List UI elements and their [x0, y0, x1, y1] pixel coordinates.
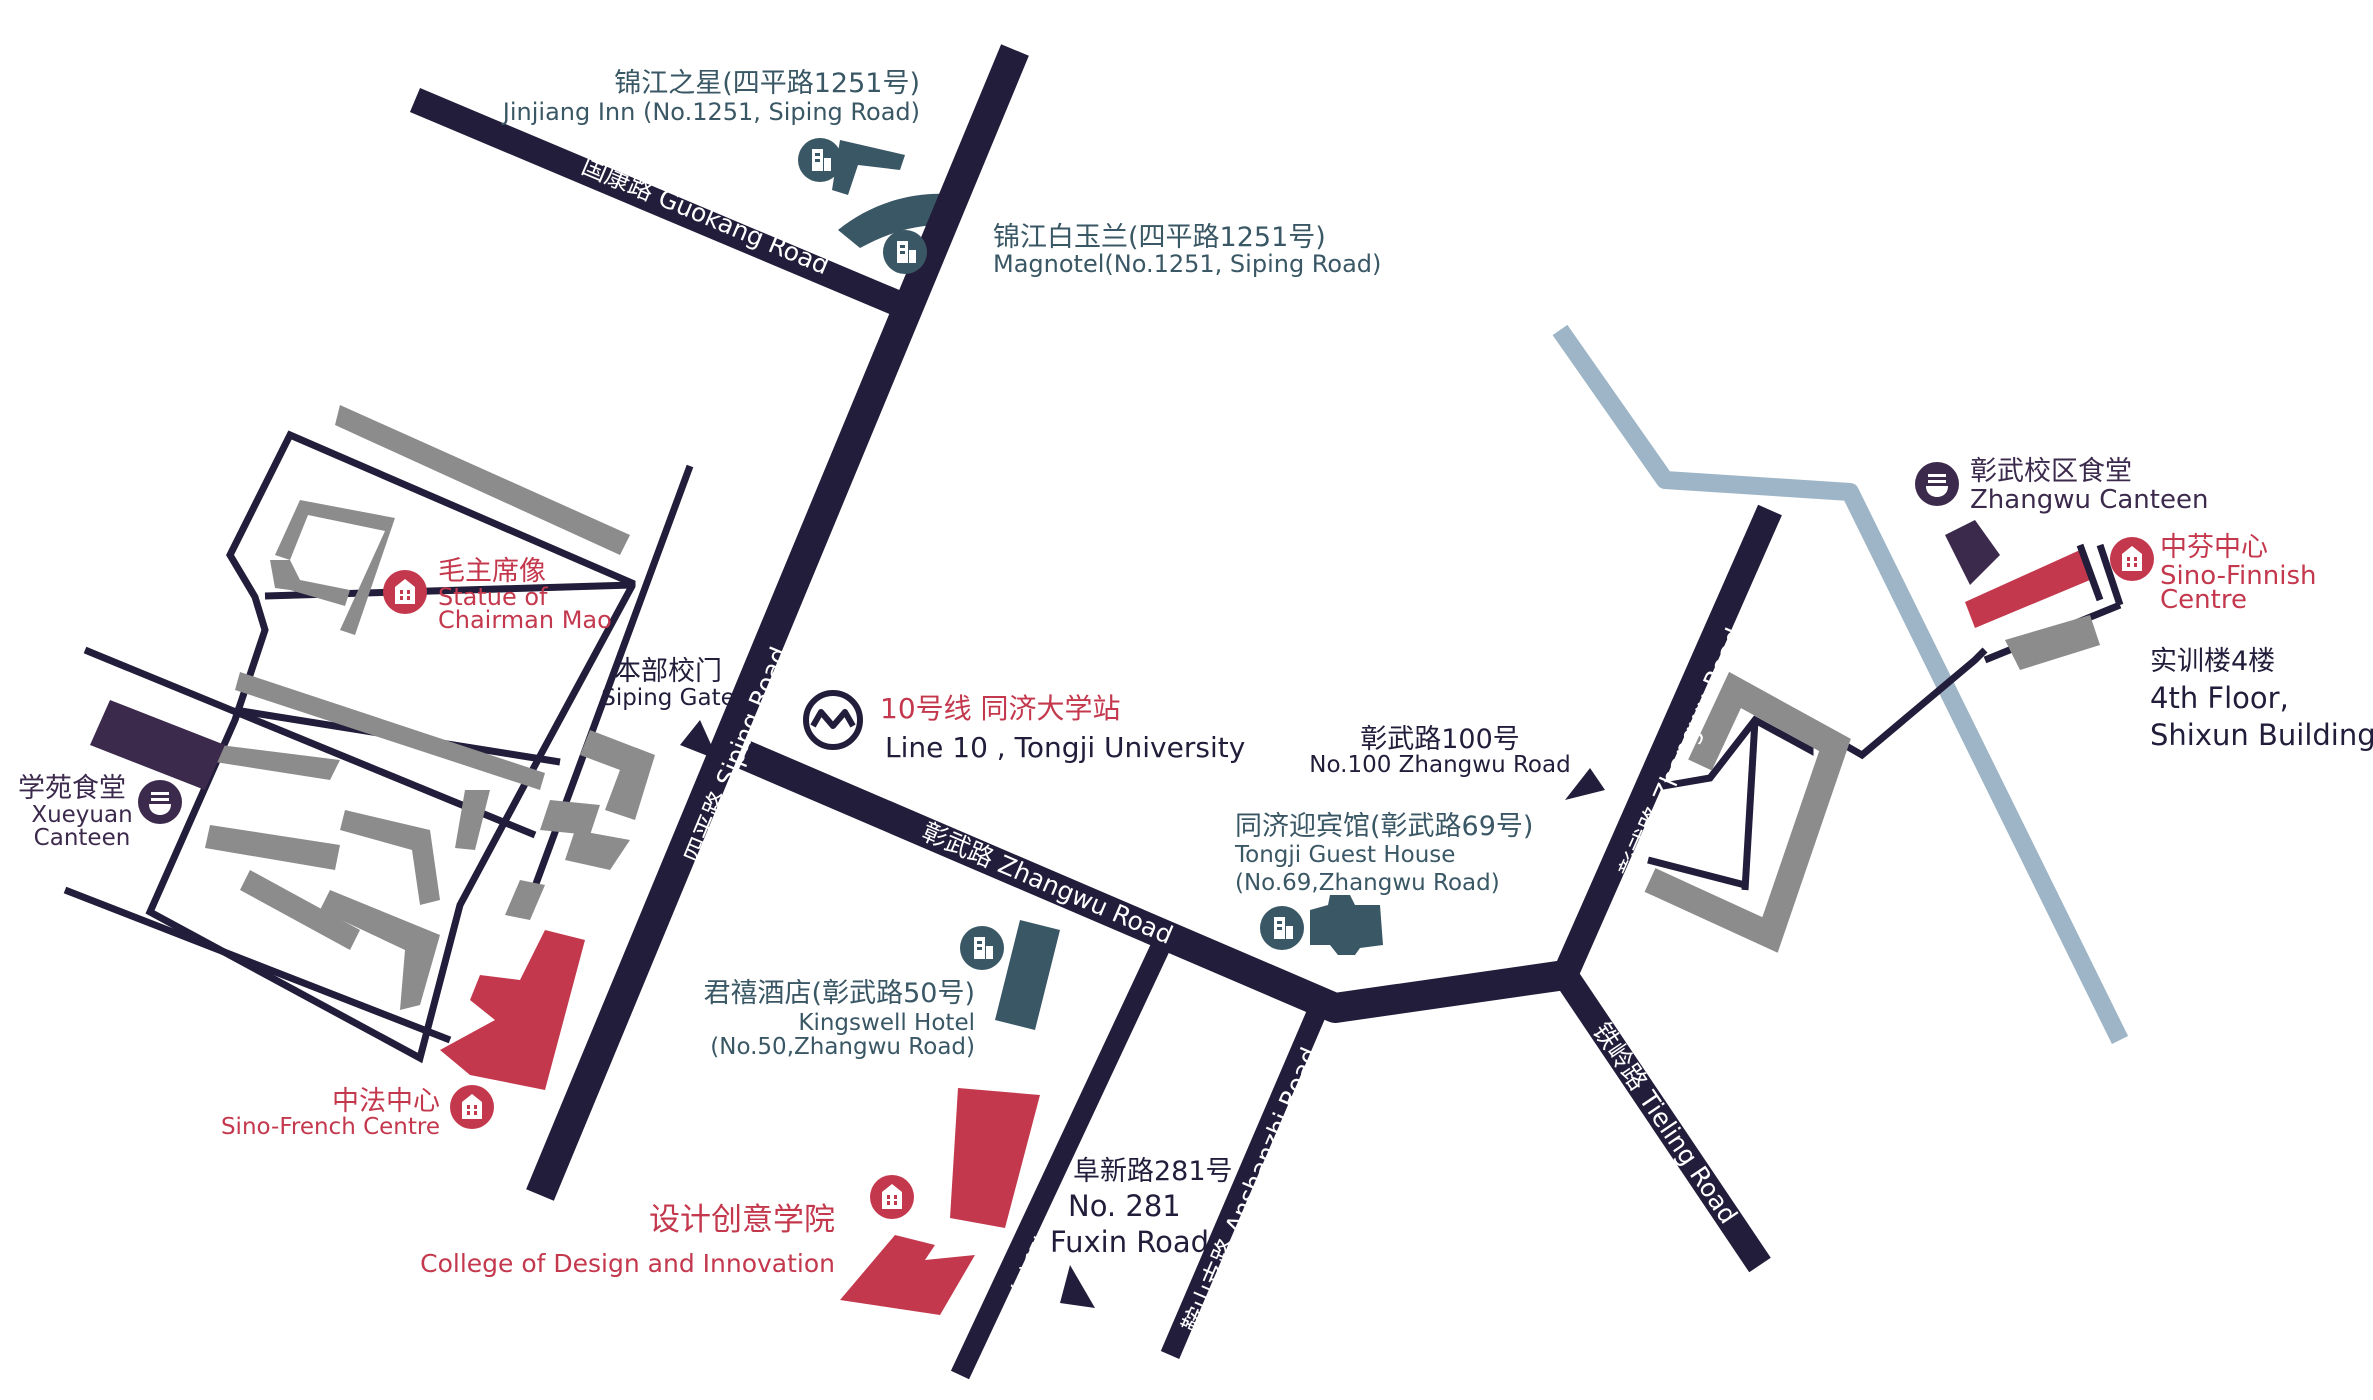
- fuxin281-en-1: No. 281: [1068, 1189, 1181, 1223]
- magnotel-en: Magnotel(No.1251, Siping Road): [993, 250, 1381, 278]
- guest-house-en-1: Tongji Guest House: [1234, 842, 1455, 868]
- design-college-cn: 设计创意学院: [649, 1202, 835, 1238]
- guest-house-cn: 同济迎宾馆(彰武路69号): [1235, 811, 1533, 842]
- zhangwu100-gate-arrow-icon: [1565, 768, 1605, 800]
- sino-finnish-en-2: Centre: [2160, 585, 2247, 615]
- siping-gate-en: Siping Gate: [601, 685, 735, 711]
- kingswell-en-2: (No.50,Zhangwu Road): [710, 1034, 975, 1060]
- sino-french-en: Sino-French Centre: [221, 1114, 440, 1140]
- hotel-icon[interactable]: [960, 926, 1004, 970]
- road-label-tieling: 铁岭路 Tieling Road: [1587, 1017, 1743, 1229]
- gray-buildings-east: [1644, 615, 2100, 953]
- guest-house-en-2: (No.69,Zhangwu Road): [1235, 870, 1500, 896]
- jinjiang-inn-en: Jinjiang Inn (No.1251, Siping Road): [501, 98, 920, 126]
- sino-finnish-en-1: Sino-Finnish: [2160, 561, 2316, 591]
- sino-french-building: [440, 930, 585, 1090]
- zhangwu-canteen-en: Zhangwu Canteen: [1970, 485, 2208, 515]
- siping-gate-cn: 本部校门: [614, 656, 722, 687]
- sino-finnish-cn: 中芬中心: [2160, 532, 2268, 563]
- zhangwu100-cn: 彰武路100号: [1360, 724, 1520, 755]
- canteen-icon[interactable]: [1915, 462, 1959, 506]
- metro-cn: 10号线 同济大学站: [880, 692, 1121, 725]
- statue-en-2: Chairman Mao: [438, 606, 612, 634]
- xueyuan-en-2: Canteen: [34, 825, 131, 851]
- zhangwu-canteen-cn: 彰武校区食堂: [1970, 456, 2132, 487]
- fuxin281-en-2: Fuxin Road: [1050, 1225, 1209, 1259]
- jinjiang-inn-cn: 锦江之星(四平路1251号): [614, 68, 920, 99]
- statue-cn: 毛主席像: [438, 556, 546, 587]
- hotel-icon[interactable]: [1260, 906, 1304, 950]
- magnotel-cn: 锦江白玉兰(四平路1251号): [993, 222, 1326, 253]
- design-college-en: College of Design and Innovation: [420, 1249, 835, 1278]
- metro-icon[interactable]: [803, 690, 863, 750]
- building-icon[interactable]: [383, 570, 427, 614]
- canteen-icon[interactable]: [138, 780, 182, 824]
- zhangwu-canteen-building: [1945, 520, 2000, 585]
- design-college-buildings: [840, 1088, 1040, 1315]
- hotel-icon[interactable]: [798, 138, 842, 182]
- sino-finnish-building: [1965, 550, 2090, 628]
- metro-en: Line 10 , Tongji University: [885, 731, 1245, 764]
- building-icon[interactable]: [870, 1175, 914, 1219]
- siping-gate-arrow-icon: [680, 720, 718, 760]
- shixun-en-1: 4th Floor,: [2150, 681, 2289, 715]
- zhangwu100-en: No.100 Zhangwu Road: [1309, 752, 1570, 778]
- road-network: [409, 44, 1782, 1380]
- statue-en-1: Statue of: [438, 583, 548, 611]
- shixun-cn: 实训楼4楼: [2150, 646, 2275, 677]
- river: [1552, 324, 2129, 1044]
- hotel-icon[interactable]: [883, 230, 927, 274]
- road-label-guokang: 国康路 Guokang Road: [578, 151, 834, 281]
- building-icon[interactable]: [450, 1085, 494, 1129]
- building-icon[interactable]: [2110, 537, 2154, 581]
- road-label-anshanzhi: 鞍山支路 Anshanzhi Road: [1177, 1043, 1325, 1337]
- xueyuan-cn: 学苑食堂: [18, 773, 126, 804]
- kingswell-en-1: Kingswell Hotel: [798, 1010, 975, 1036]
- gray-buildings-west: [205, 405, 655, 1010]
- hotel-buildings: [832, 140, 1383, 1030]
- xueyuan-canteen-building: [90, 700, 225, 790]
- fuxin281-cn: 阜新路281号: [1073, 1156, 1233, 1187]
- fuxin281-gate-arrow-icon: [1060, 1265, 1095, 1308]
- kingswell-cn: 君禧酒店(彰武路50号): [704, 978, 975, 1009]
- shixun-en-2: Shixun Building: [2150, 718, 2373, 752]
- xueyuan-en-1: Xueyuan: [31, 802, 132, 828]
- sino-french-cn: 中法中心: [332, 1086, 440, 1117]
